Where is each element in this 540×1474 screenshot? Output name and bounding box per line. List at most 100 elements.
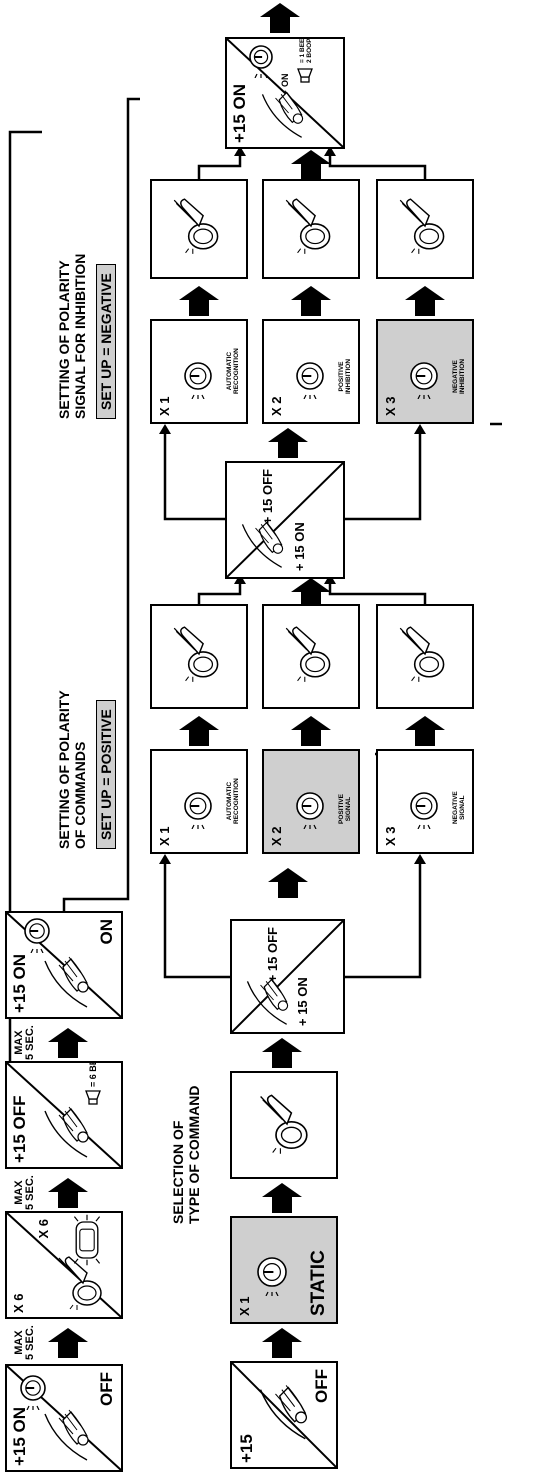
flow-arrow (48, 1028, 88, 1058)
row2-on-on-text: ON (280, 73, 290, 88)
key-switch-icon (249, 45, 273, 78)
row2-inh-x2-label: POSITIVE INHIBITION (337, 358, 352, 394)
cmdpress1-to-split2 (197, 579, 242, 604)
row2-cmd-x1: X 1 AUTOMATIC RECOGNITION (150, 749, 248, 854)
flow-arrow (179, 716, 219, 746)
key-switch-icon (410, 792, 438, 829)
box-diagonal (7, 1213, 121, 1317)
flow-arrow (268, 428, 308, 458)
key-switch-icon (296, 792, 324, 829)
connector-arrowhead (324, 146, 336, 156)
hand-press-button-icon (399, 198, 445, 254)
flow-arrow (262, 1328, 302, 1358)
row2-box-static: X 1 STATIC (230, 1216, 338, 1324)
flow-arrow (405, 286, 445, 316)
flow-arrow (291, 716, 331, 746)
key-switch-icon (184, 792, 212, 829)
box-diagonal (7, 1063, 121, 1167)
car-flashing-icon (73, 1214, 101, 1266)
flow-arrow (48, 1178, 88, 1208)
row2-cmd-press-2 (262, 604, 360, 709)
row2-inh-x3-x: X 3 (383, 396, 398, 416)
hand-key-ignition-icon (261, 90, 304, 138)
row2-split1-on-text: + 15 ON (295, 977, 310, 1026)
flow-arrow (260, 3, 300, 33)
hand-key-ignition-icon (44, 1409, 89, 1461)
hand-key-ignition-icon (241, 520, 284, 568)
row2-static-text: STATIC (308, 1250, 329, 1316)
flow-arrow (262, 1183, 302, 1213)
flow-arrow (48, 1328, 88, 1358)
row2-cmd-x1-label: AUTOMATIC RECOGNITION (225, 778, 240, 824)
connector-arrowhead (414, 424, 426, 434)
row2-box-on: +15 ON ON = 1 BEEP- 2 BOOP (225, 37, 345, 149)
hand-press-button-icon (399, 626, 445, 682)
hand-press-button-icon (260, 1094, 308, 1154)
row2-inh-press-1 (150, 179, 248, 279)
row2-split2-off-text: + 15 OFF (260, 469, 275, 525)
row2-cmd-x2: X 2 POSITIVE SIGNAL (262, 749, 360, 854)
box-diagonal (232, 1363, 336, 1467)
hand-key-ignition-icon (259, 1385, 308, 1440)
row2-inh-press-2 (262, 179, 360, 279)
max5-b-label: MAX 5 SEC. (13, 1175, 36, 1210)
row1-b1-top-text: +15 ON (10, 1406, 29, 1466)
inhpress3-to-on (328, 152, 427, 179)
row2-inh-x3: X 3 NEGATIVE INHIBITION (376, 319, 474, 424)
row1-b4-top-text: +15 ON (10, 953, 29, 1013)
row2-inh-x3-label: NEGATIVE INHIBITION (451, 358, 466, 394)
box-diagonal (227, 463, 343, 577)
row2-box-split-2: + 15 ON+ 15 OFF (225, 461, 345, 579)
row1-box-press: X 6 X 6 (5, 1211, 123, 1319)
box-diagonal (227, 39, 343, 147)
row2-cmd-press-3 (376, 604, 474, 709)
label-selection: SELECTION OF TYPE OF COMMAND (170, 1085, 203, 1224)
max5-c-label: MAX 5 SEC. (13, 1025, 36, 1060)
row2-cmd-x2-label: POSITIVE SIGNAL (337, 794, 352, 824)
link-row1-to-row2 (62, 97, 140, 911)
hand-press-button-icon (173, 626, 219, 682)
hand-press-button-icon (285, 198, 331, 254)
row2-split1-off-text: + 15 OFF (265, 927, 280, 983)
row2-cmd-x3-label: NEGATIVE SIGNAL (451, 791, 466, 824)
row1-b2-x2-text: X 6 (36, 1219, 51, 1239)
buzzer-icon (85, 1090, 101, 1105)
connector-arrowhead (414, 854, 426, 864)
box-diagonal (232, 921, 343, 1032)
hand-key-ignition-icon (44, 956, 89, 1008)
flow-arrow (268, 868, 308, 898)
flow-arrow (291, 578, 331, 608)
row2-inh-x1-x: X 1 (157, 396, 172, 416)
hand-key-ignition-icon (44, 1106, 89, 1158)
hand-key-ignition-icon (246, 977, 289, 1025)
connector-arrowhead (159, 424, 171, 434)
row2-inh-x2: X 2 POSITIVE INHIBITION (262, 319, 360, 424)
row2-cmd-x2-x: X 2 (269, 826, 284, 846)
hand-press-button-icon (58, 1256, 102, 1310)
cmdpress3-to-split2 (328, 579, 427, 604)
row2-inh-x1-label: AUTOMATIC RECOGNITION (225, 348, 240, 394)
row2-inh-x2-x: X 2 (269, 396, 284, 416)
split2-to-inh-x3 (345, 429, 422, 521)
hand-press-button-icon (285, 626, 331, 682)
flow-arrow (291, 286, 331, 316)
row1-box-off: +15 OFF = 6 BEEP (5, 1061, 123, 1169)
row2-on-top-text: +15 ON (230, 83, 249, 143)
label-inh-setup: SET UP = NEGATIVE (96, 264, 116, 419)
split1-to-x3 (345, 859, 422, 979)
row2-inh-press-3 (376, 179, 474, 279)
split2-to-inh-x1 (163, 429, 225, 521)
key-switch-icon (184, 362, 212, 399)
flow-arrow (179, 286, 219, 316)
split1-to-x1 (163, 859, 230, 979)
row2-beep-boop-text: = 1 BEEP- 2 BOOP (299, 37, 314, 63)
row1-b2-x-text: X 6 (11, 1293, 26, 1313)
row2-cmd-x3: X 3 NEGATIVE SIGNAL (376, 749, 474, 854)
flow-arrow (262, 1038, 302, 1068)
key-switch-icon (296, 362, 324, 399)
flow-arrow (291, 150, 331, 180)
